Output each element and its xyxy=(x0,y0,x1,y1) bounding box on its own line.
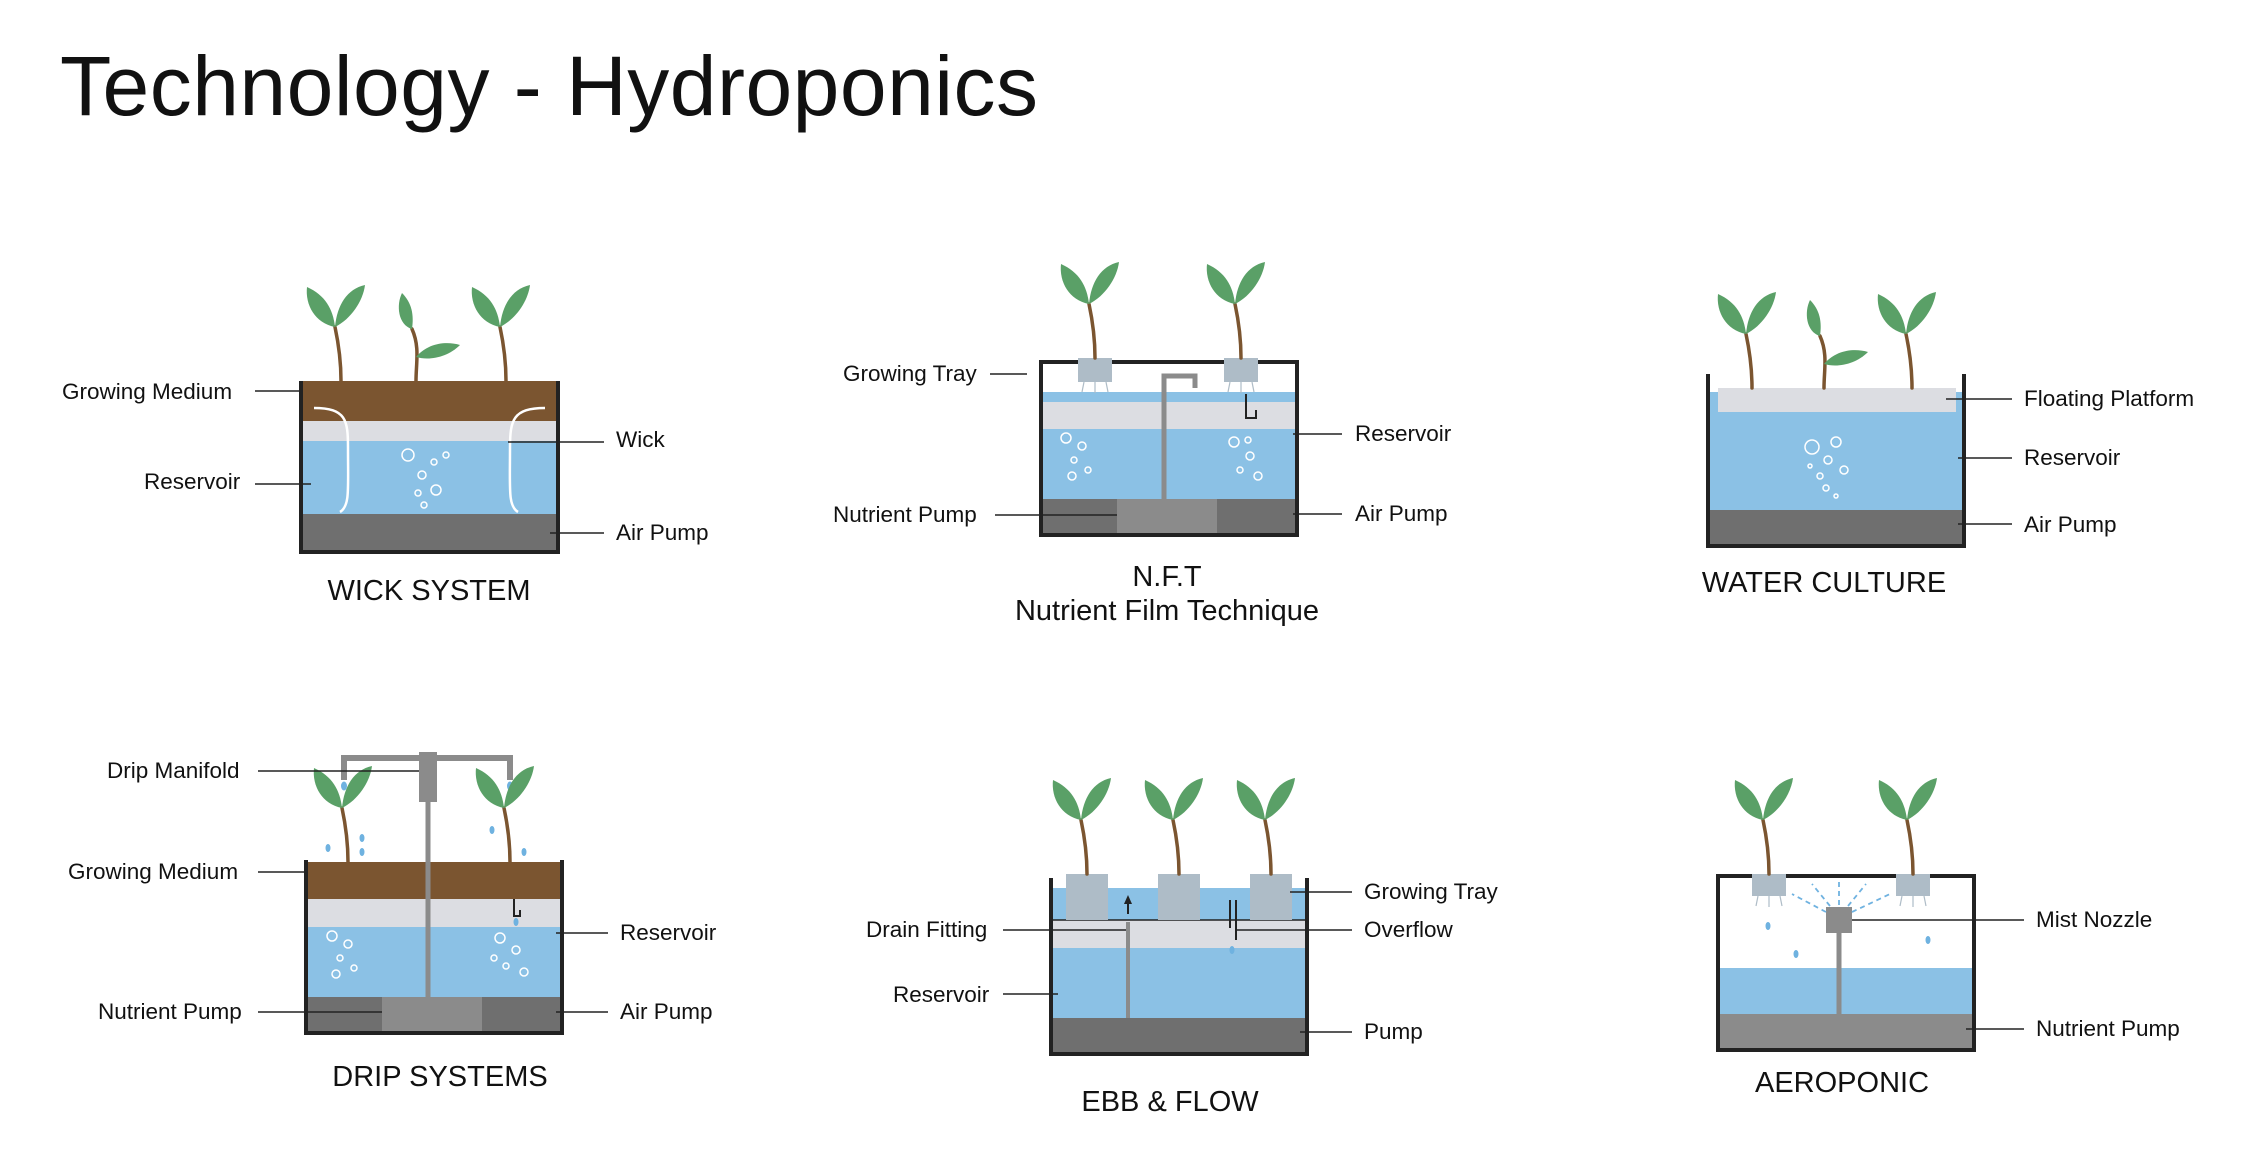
nutrient-film xyxy=(1041,392,1297,402)
mist-spray xyxy=(1791,882,1891,913)
bubbles xyxy=(326,930,529,979)
pot xyxy=(1224,358,1258,382)
label-air-pump: Air Pump xyxy=(616,520,709,545)
growing-medium-layer xyxy=(306,862,562,899)
plant xyxy=(311,764,374,864)
system-title-aeroponic: AEROPONIC xyxy=(1755,1067,1929,1099)
wick-right xyxy=(508,406,546,514)
label-floating-platform: Floating Platform xyxy=(2024,386,2194,411)
bubbles xyxy=(1060,432,1263,481)
system-title-nft: N.F.T xyxy=(1132,561,1202,593)
reservoir-water xyxy=(301,441,558,514)
reservoir-water xyxy=(306,927,562,997)
plant xyxy=(1234,776,1297,876)
label-reservoir: Reservoir xyxy=(2024,445,2121,470)
label-reservoir: Reservoir xyxy=(144,469,241,494)
label-drain-fitting: Drain Fitting xyxy=(866,917,987,942)
aeroponic-system: Mist Nozzle Nutrient Pump AEROPONIC xyxy=(1716,776,2180,1099)
plant xyxy=(304,283,367,383)
label-growing-tray: Growing Tray xyxy=(1364,879,1499,904)
air-pump-block xyxy=(1710,510,1964,546)
air-pump-block xyxy=(1217,499,1297,535)
plant xyxy=(1805,298,1870,390)
pump-block xyxy=(1051,1018,1307,1054)
mist-nozzle xyxy=(1826,907,1852,933)
label-growing-medium: Growing Medium xyxy=(62,379,232,404)
label-reservoir: Reservoir xyxy=(620,920,717,945)
label-nutrient-pump: Nutrient Pump xyxy=(98,999,242,1024)
label-growing-medium: Growing Medium xyxy=(68,859,238,884)
wick-left xyxy=(313,406,350,514)
label-wick: Wick xyxy=(616,427,665,452)
label-reservoir: Reservoir xyxy=(1355,421,1452,446)
reservoir-water xyxy=(1718,968,1974,1014)
air-pump-block xyxy=(482,997,562,1033)
plant xyxy=(1204,260,1267,360)
label-air-pump: Air Pump xyxy=(2024,512,2117,537)
label-overflow: Overflow xyxy=(1364,917,1454,942)
growing-tray-layer xyxy=(1041,402,1297,429)
wick-system: Growing Medium Reservoir Wick Air Pump W… xyxy=(62,283,709,607)
nutrient-pump-block xyxy=(1718,1014,1974,1050)
water-culture-system: Floating Platform Reservoir Air Pump WAT… xyxy=(1702,290,2194,599)
system-subtitle-nft: Nutrient Film Technique xyxy=(1015,595,1319,627)
drain xyxy=(1245,394,1257,419)
system-title-water-culture: WATER CULTURE xyxy=(1702,567,1946,599)
system-title-drip: DRIP SYSTEMS xyxy=(332,1061,547,1093)
floating-platform xyxy=(1718,388,1956,412)
pot xyxy=(1078,358,1112,382)
page-title: Technology - Hydroponics xyxy=(60,39,1039,133)
pot xyxy=(1896,874,1930,896)
growing-medium-layer xyxy=(301,381,558,421)
label-nutrient-pump: Nutrient Pump xyxy=(833,502,977,527)
plant xyxy=(1058,260,1121,360)
bubbles xyxy=(401,448,450,509)
bubbles xyxy=(1804,436,1849,499)
label-mist-nozzle: Mist Nozzle xyxy=(2036,907,2152,932)
reservoir-water xyxy=(1041,429,1297,499)
nutrient-pump-block xyxy=(382,997,482,1033)
label-pump: Pump xyxy=(1364,1019,1423,1044)
pot xyxy=(1250,874,1292,920)
plant xyxy=(1050,776,1113,876)
plant xyxy=(397,291,462,383)
plant xyxy=(1875,290,1938,390)
label-growing-tray: Growing Tray xyxy=(843,361,978,386)
tray-layer xyxy=(301,421,558,441)
nft-system: Growing Tray Nutrient Pump Reservoir Air… xyxy=(833,260,1452,627)
label-air-pump: Air Pump xyxy=(620,999,713,1024)
tray-layer xyxy=(306,899,562,927)
plant xyxy=(1715,290,1778,390)
growing-tray-layer xyxy=(1051,920,1307,948)
pot xyxy=(1752,874,1786,896)
nutrient-pump-block xyxy=(1117,499,1217,535)
plant xyxy=(1142,776,1205,876)
label-drip-manifold: Drip Manifold xyxy=(107,758,240,783)
pot xyxy=(1158,874,1200,920)
label-nutrient-pump: Nutrient Pump xyxy=(2036,1016,2180,1041)
pot xyxy=(1066,874,1108,920)
plant xyxy=(469,283,532,383)
nutrient-pipe xyxy=(1161,373,1198,499)
system-title-ebb-flow: EBB & FLOW xyxy=(1081,1086,1259,1118)
plant xyxy=(473,764,536,864)
plant xyxy=(1732,776,1795,876)
drips xyxy=(1765,922,1931,958)
system-title-wick: WICK SYSTEM xyxy=(327,575,530,607)
reservoir-water xyxy=(1051,948,1307,1018)
label-air-pump: Air Pump xyxy=(1355,501,1448,526)
ebb-flow-system: Drain Fitting Reservoir Growing Tray Ove… xyxy=(866,776,1499,1118)
air-pump-block xyxy=(301,514,558,552)
drip-system: Drip Manifold Growing Medium Nutrient Pu… xyxy=(68,752,717,1093)
plant xyxy=(1876,776,1939,876)
label-reservoir: Reservoir xyxy=(893,982,990,1007)
